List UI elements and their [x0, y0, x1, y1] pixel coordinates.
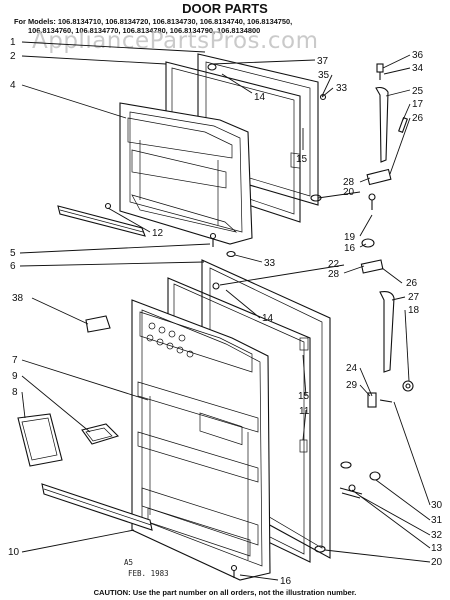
models-line-2: 106.8134760, 106.8134770, 106.8134780, 1… — [28, 26, 260, 35]
callout-29: 29 — [346, 380, 358, 391]
callout-18: 18 — [408, 305, 420, 316]
callout-20-bot: 20 — [431, 557, 443, 568]
callout-15-mid: 15 — [298, 391, 310, 402]
callout-16-bot: 16 — [280, 576, 292, 587]
callout-34: 34 — [412, 63, 424, 74]
callout-26-top: 26 — [412, 113, 424, 124]
fresh-food-hinge-parts — [212, 238, 414, 578]
callout-30: 30 — [431, 500, 443, 511]
date-stamp-code: A5 — [124, 558, 133, 567]
door-shelf-part-8 — [17, 413, 63, 467]
callout-labels: 1 2 4 14 37 35 33 36 34 25 17 26 15 28 2… — [8, 37, 443, 587]
callout-17: 17 — [412, 99, 424, 110]
callout-9: 9 — [12, 371, 18, 382]
callout-5: 5 — [10, 248, 16, 259]
callout-8: 8 — [12, 387, 18, 398]
callout-31: 31 — [431, 515, 443, 526]
callout-32: 32 — [431, 530, 443, 541]
callout-13: 13 — [431, 543, 443, 554]
callout-24: 24 — [346, 363, 358, 374]
callout-7: 7 — [12, 355, 18, 366]
callout-33-mid: 33 — [264, 258, 276, 269]
callout-15-top: 15 — [296, 154, 308, 165]
callout-6: 6 — [10, 261, 16, 272]
leader-lines — [19, 41, 431, 581]
callout-37: 37 — [317, 56, 329, 67]
callout-20-top: 20 — [343, 187, 355, 198]
callout-2-top: 2 — [10, 51, 16, 62]
callout-28-mid: 28 — [328, 269, 340, 280]
callout-26-mid: 26 — [406, 278, 418, 289]
callout-14-top: 14 — [254, 92, 266, 103]
models-line-1: For Models: 106.8134710, 106.8134720, 10… — [14, 17, 292, 26]
freezer-door-liner — [119, 102, 253, 245]
diagram-title: DOOR PARTS — [182, 1, 268, 16]
callout-28-top: 28 — [343, 177, 355, 188]
callout-16-mid: 16 — [344, 243, 356, 254]
callout-11: 11 — [299, 406, 310, 417]
callout-12: 12 — [152, 228, 164, 239]
callout-33-top: 33 — [336, 83, 348, 94]
callout-27: 27 — [408, 292, 420, 303]
callout-10: 10 — [8, 547, 20, 558]
callout-36: 36 — [412, 50, 424, 61]
callout-25: 25 — [412, 86, 424, 97]
caution-note: CAUTION: Use the part number on all orde… — [94, 588, 357, 597]
callout-19: 19 — [344, 232, 356, 243]
callout-35: 35 — [318, 70, 330, 81]
callout-22: 22 — [328, 259, 340, 270]
dairy-door-part-38 — [85, 315, 111, 333]
date-stamp-date: FEB. 1983 — [128, 569, 169, 578]
callout-4: 4 — [10, 80, 16, 91]
fresh-food-door-liner — [131, 299, 271, 581]
watermark: AppliancePartsPros.com — [32, 28, 318, 54]
callout-1-top: 1 — [10, 37, 16, 48]
callout-14-mid: 14 — [262, 313, 274, 324]
egg-tray — [146, 322, 194, 358]
door-shelf-bar-part-10 — [41, 483, 153, 531]
callout-38: 38 — [12, 293, 24, 304]
door-shelf-part-9 — [81, 423, 120, 445]
